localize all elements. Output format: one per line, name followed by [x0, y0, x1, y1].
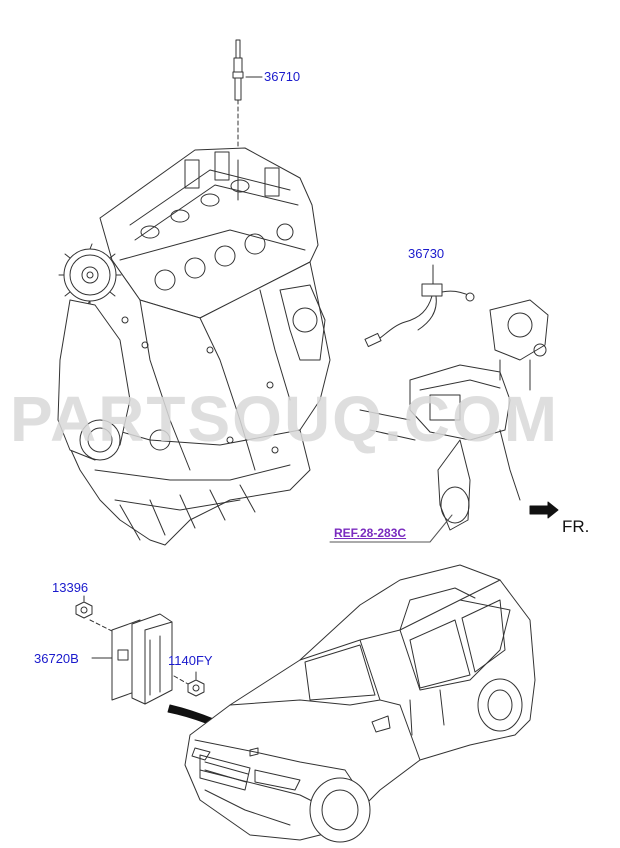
vehicle-illustration — [184, 564, 536, 843]
part-callout-36710[interactable]: 36710 — [264, 69, 301, 84]
front-direction-label: FR. — [562, 517, 590, 536]
reference-link[interactable]: REF.28-283C — [334, 526, 407, 540]
part-callout-36730[interactable]: 36730 — [408, 246, 445, 261]
wiring-harness-part — [364, 264, 475, 348]
part-callout-36720b[interactable]: 36720B — [34, 651, 79, 666]
control-unit-part — [91, 613, 173, 705]
part-callout-13396[interactable]: 13396 — [52, 580, 89, 595]
front-direction-arrow — [529, 501, 559, 519]
glow-plug-part — [232, 39, 263, 161]
part-callout-1140fy[interactable]: 1140FY — [168, 653, 213, 668]
engine-assembly — [57, 147, 331, 546]
bolt-part — [173, 671, 205, 697]
turbocharger-assembly — [359, 299, 549, 531]
